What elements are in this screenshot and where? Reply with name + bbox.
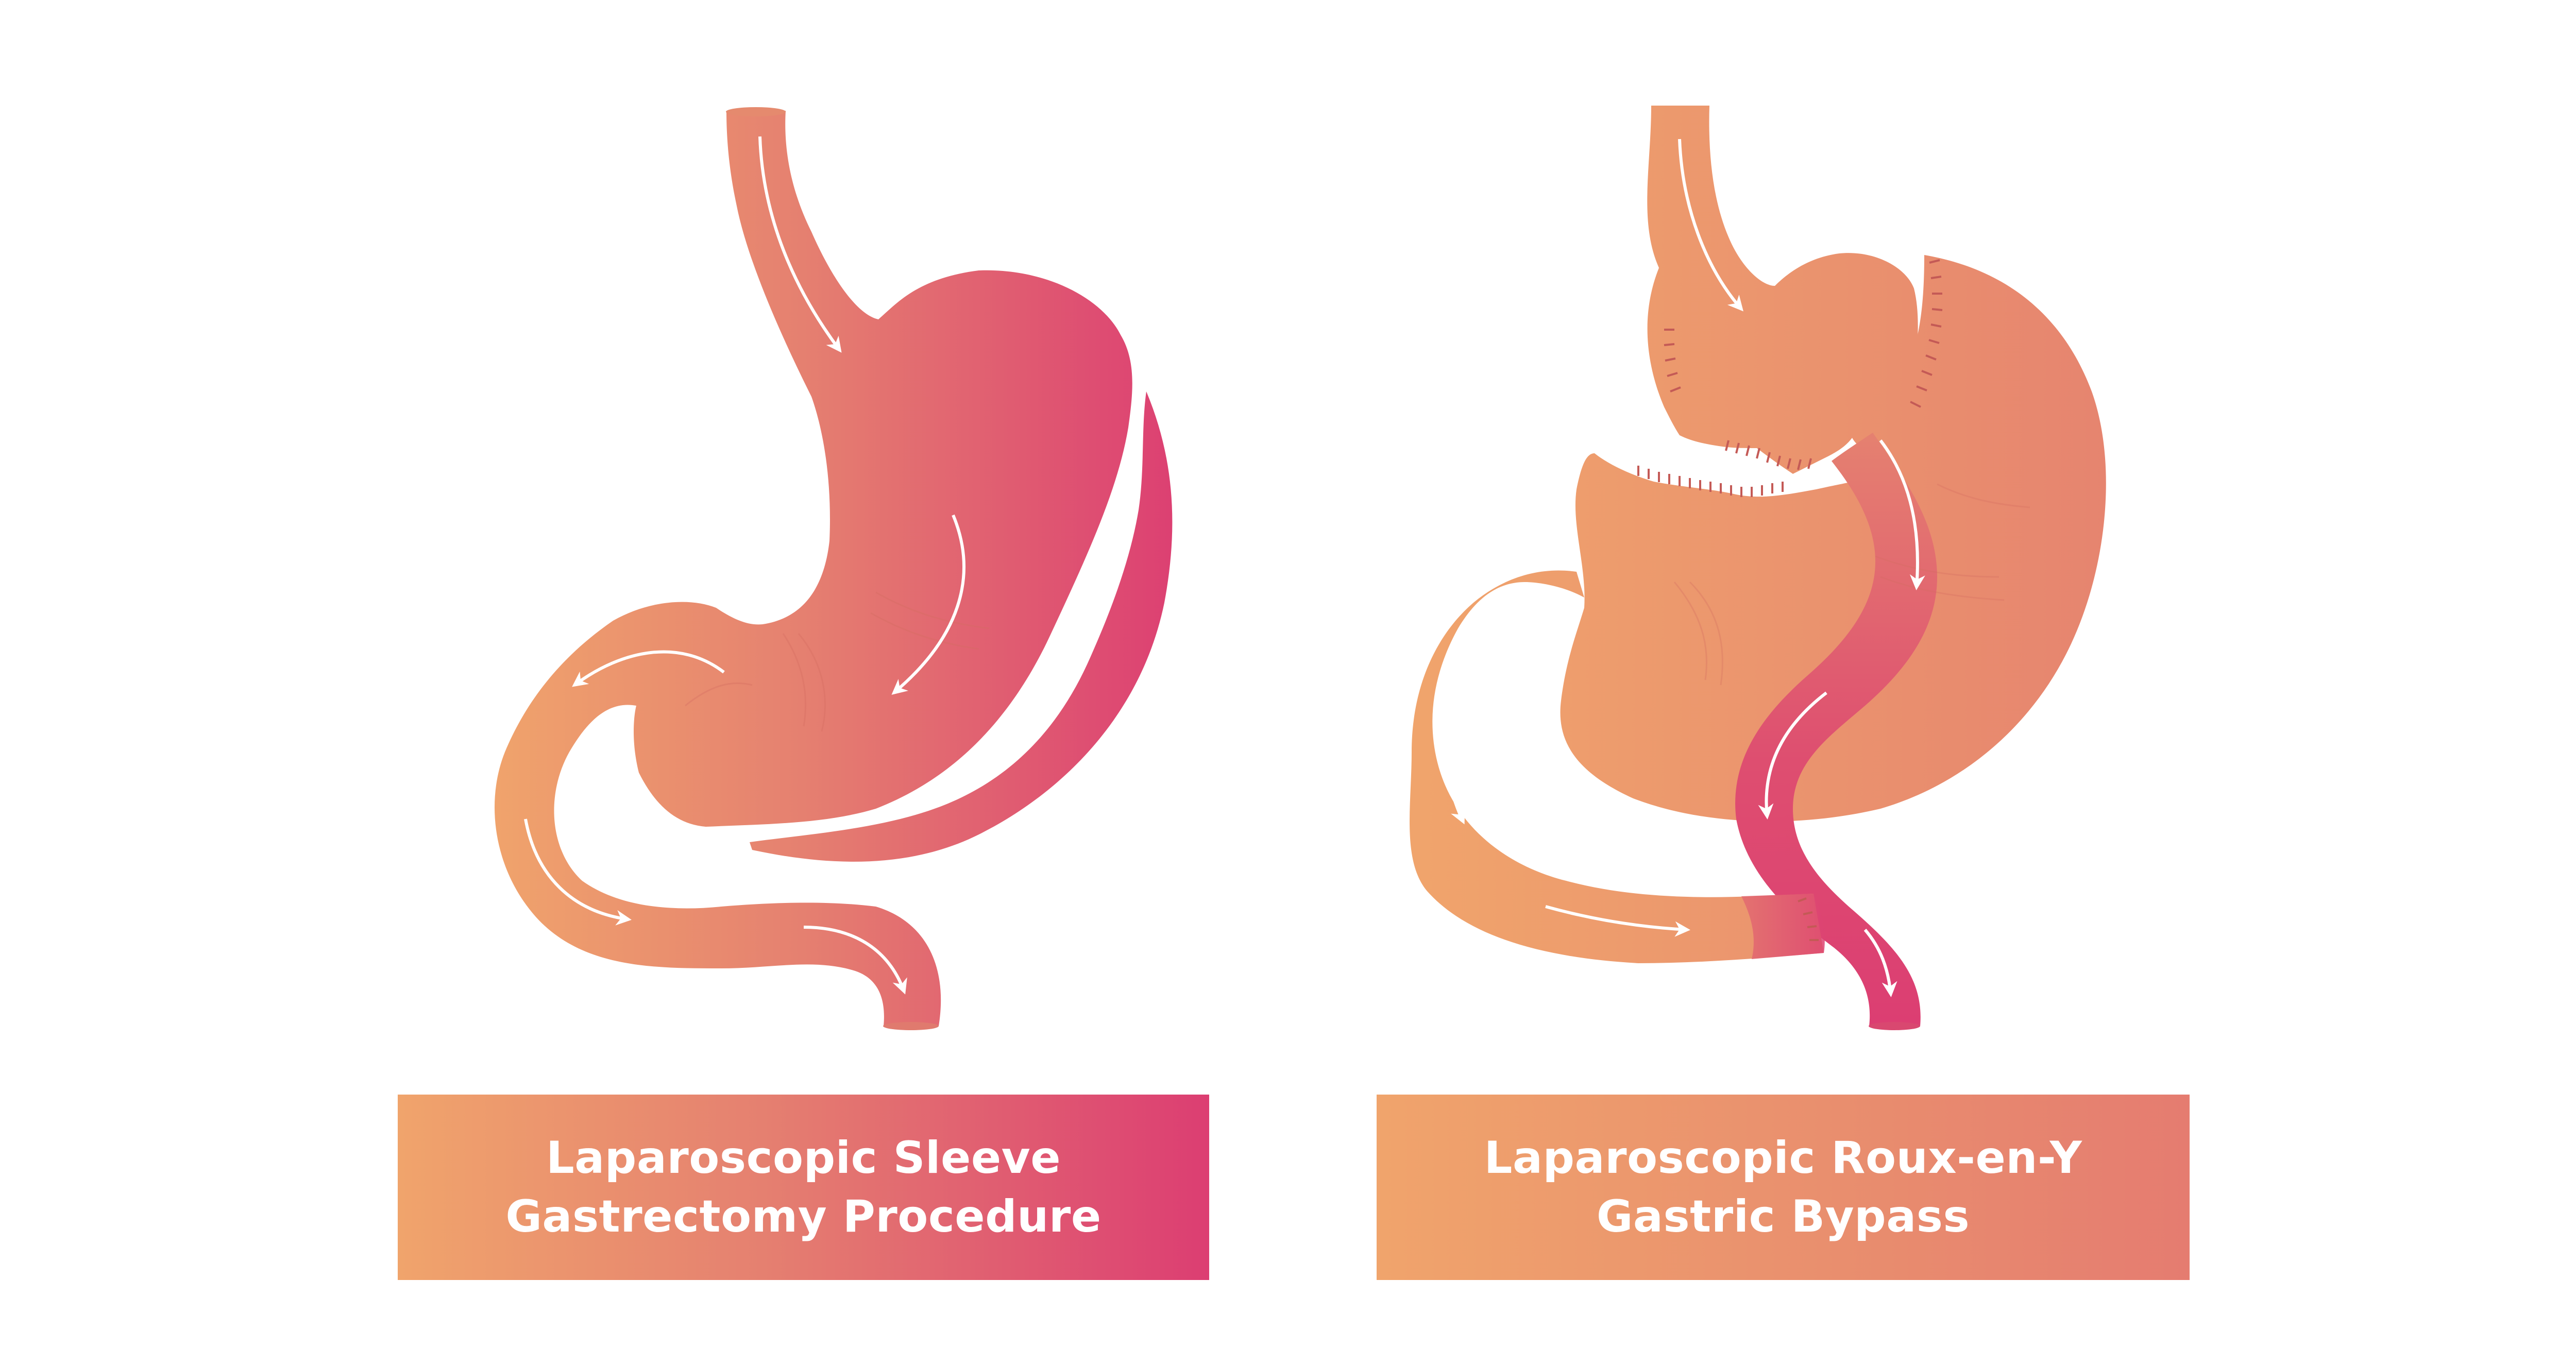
biliopancreatic-limb (1410, 570, 1824, 963)
flow-arrow (803, 926, 907, 995)
flow-arrows (524, 136, 965, 995)
gastric-bypass-label: Laparoscopic Roux-en-Y Gastric Bypass (1484, 1132, 2082, 1242)
remnant-stomach (1560, 255, 2106, 822)
stomach-fold-lines (685, 591, 990, 732)
flow-arrow (572, 650, 725, 687)
sleeve-gastrectomy-label-box: Laparoscopic Sleeve Gastrectomy Procedur… (398, 1095, 1209, 1280)
suture-marks (1637, 259, 1943, 497)
flow-arrow (1758, 691, 1827, 820)
junction-sutures (1798, 897, 1819, 941)
sleeve-gastrectomy-illustration (495, 107, 1173, 1030)
remnant-fold-lines (1673, 483, 2030, 686)
roux-limb (1735, 433, 1937, 1026)
flow-arrow (891, 514, 965, 695)
bypass-flow-arrows (1445, 139, 1925, 997)
duodenum-end-cap (883, 1022, 939, 1030)
gastric-pouch (1647, 106, 1918, 474)
sleeve-stomach (495, 111, 1132, 1026)
flow-arrow (758, 136, 842, 353)
limb-end-cap (1869, 1022, 1920, 1030)
flow-arrow (1545, 905, 1690, 937)
sleeve-gastrectomy-label: Laparoscopic Sleeve Gastrectomy Procedur… (505, 1132, 1101, 1242)
gastric-bypass-illustration (1410, 106, 2106, 1030)
flow-arrow (1863, 929, 1897, 997)
esophagus-end-cap (726, 107, 786, 116)
pouch-staple-line (1664, 329, 1812, 470)
removed-stomach-portion (750, 391, 1173, 862)
gastric-bypass-label-box: Laparoscopic Roux-en-Y Gastric Bypass (1377, 1095, 2190, 1280)
jejunojejunostomy (1741, 894, 1825, 959)
flow-arrow (1678, 139, 1743, 312)
flow-arrow (524, 818, 632, 926)
flow-arrow (1445, 697, 1465, 825)
flow-arrow (1879, 439, 1925, 590)
